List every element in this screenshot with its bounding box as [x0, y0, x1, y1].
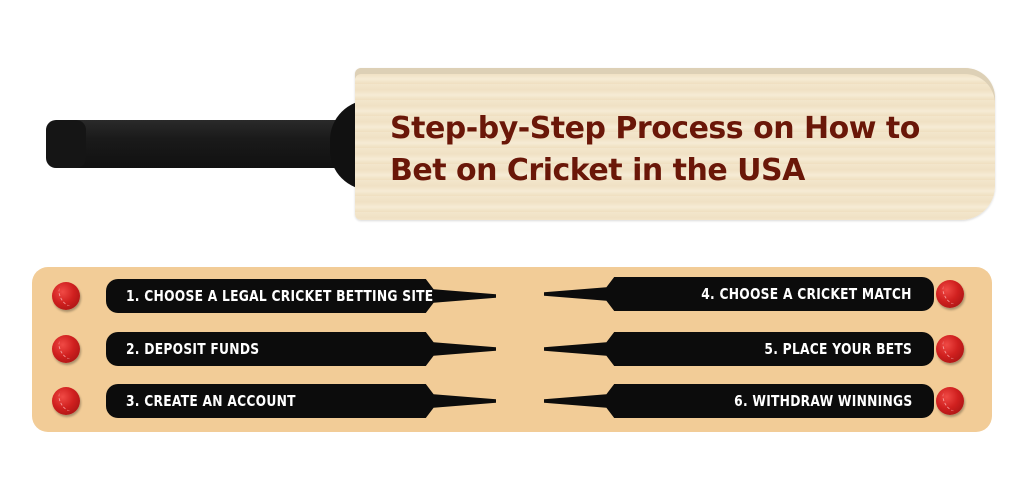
step-4: 4. CHOOSE A CRICKET MATCH [544, 277, 974, 313]
step-label: 6. WITHDRAW WINNINGS [733, 392, 912, 410]
step-brush: 5. PLACE YOUR BETS [544, 332, 934, 366]
step-2: 2. DEPOSIT FUNDS [52, 332, 496, 368]
step-label: 3. CREATE AN ACCOUNT [126, 392, 296, 410]
step-label: 1. CHOOSE A LEGAL CRICKET BETTING SITE [126, 287, 434, 305]
step-label: 2. DEPOSIT FUNDS [126, 340, 260, 358]
step-label: 5. PLACE YOUR BETS [764, 340, 912, 358]
step-brush: 4. CHOOSE A CRICKET MATCH [544, 277, 934, 311]
step-brush: 2. DEPOSIT FUNDS [106, 332, 496, 366]
cricket-ball-icon [936, 280, 964, 308]
cricket-ball-icon [936, 387, 964, 415]
cricket-ball-icon [52, 335, 80, 363]
step-6: 6. WITHDRAW WINNINGS [544, 384, 974, 420]
cricket-ball-icon [936, 335, 964, 363]
bat-handle-cap [46, 120, 86, 168]
step-brush: 3. CREATE AN ACCOUNT [106, 384, 496, 418]
title-line-2: Bet on Cricket in the USA [390, 153, 805, 188]
cricket-ball-icon [52, 282, 80, 310]
page-title: Step-by-Step Process on How to Bet on Cr… [390, 108, 920, 192]
step-brush: 1. CHOOSE A LEGAL CRICKET BETTING SITE [106, 279, 496, 313]
step-1: 1. CHOOSE A LEGAL CRICKET BETTING SITE [52, 279, 496, 315]
step-label: 4. CHOOSE A CRICKET MATCH [701, 285, 912, 303]
cricket-bat-icon: Step-by-Step Process on How to Bet on Cr… [0, 0, 1024, 240]
step-3: 3. CREATE AN ACCOUNT [52, 384, 496, 420]
bat-blade [355, 68, 995, 220]
title-line-1: Step-by-Step Process on How to [390, 111, 920, 146]
cricket-ball-icon [52, 387, 80, 415]
step-5: 5. PLACE YOUR BETS [544, 332, 974, 368]
bat-handle [50, 120, 360, 168]
step-brush: 6. WITHDRAW WINNINGS [544, 384, 934, 418]
steps-panel: 1. CHOOSE A LEGAL CRICKET BETTING SITE 2… [32, 267, 992, 432]
